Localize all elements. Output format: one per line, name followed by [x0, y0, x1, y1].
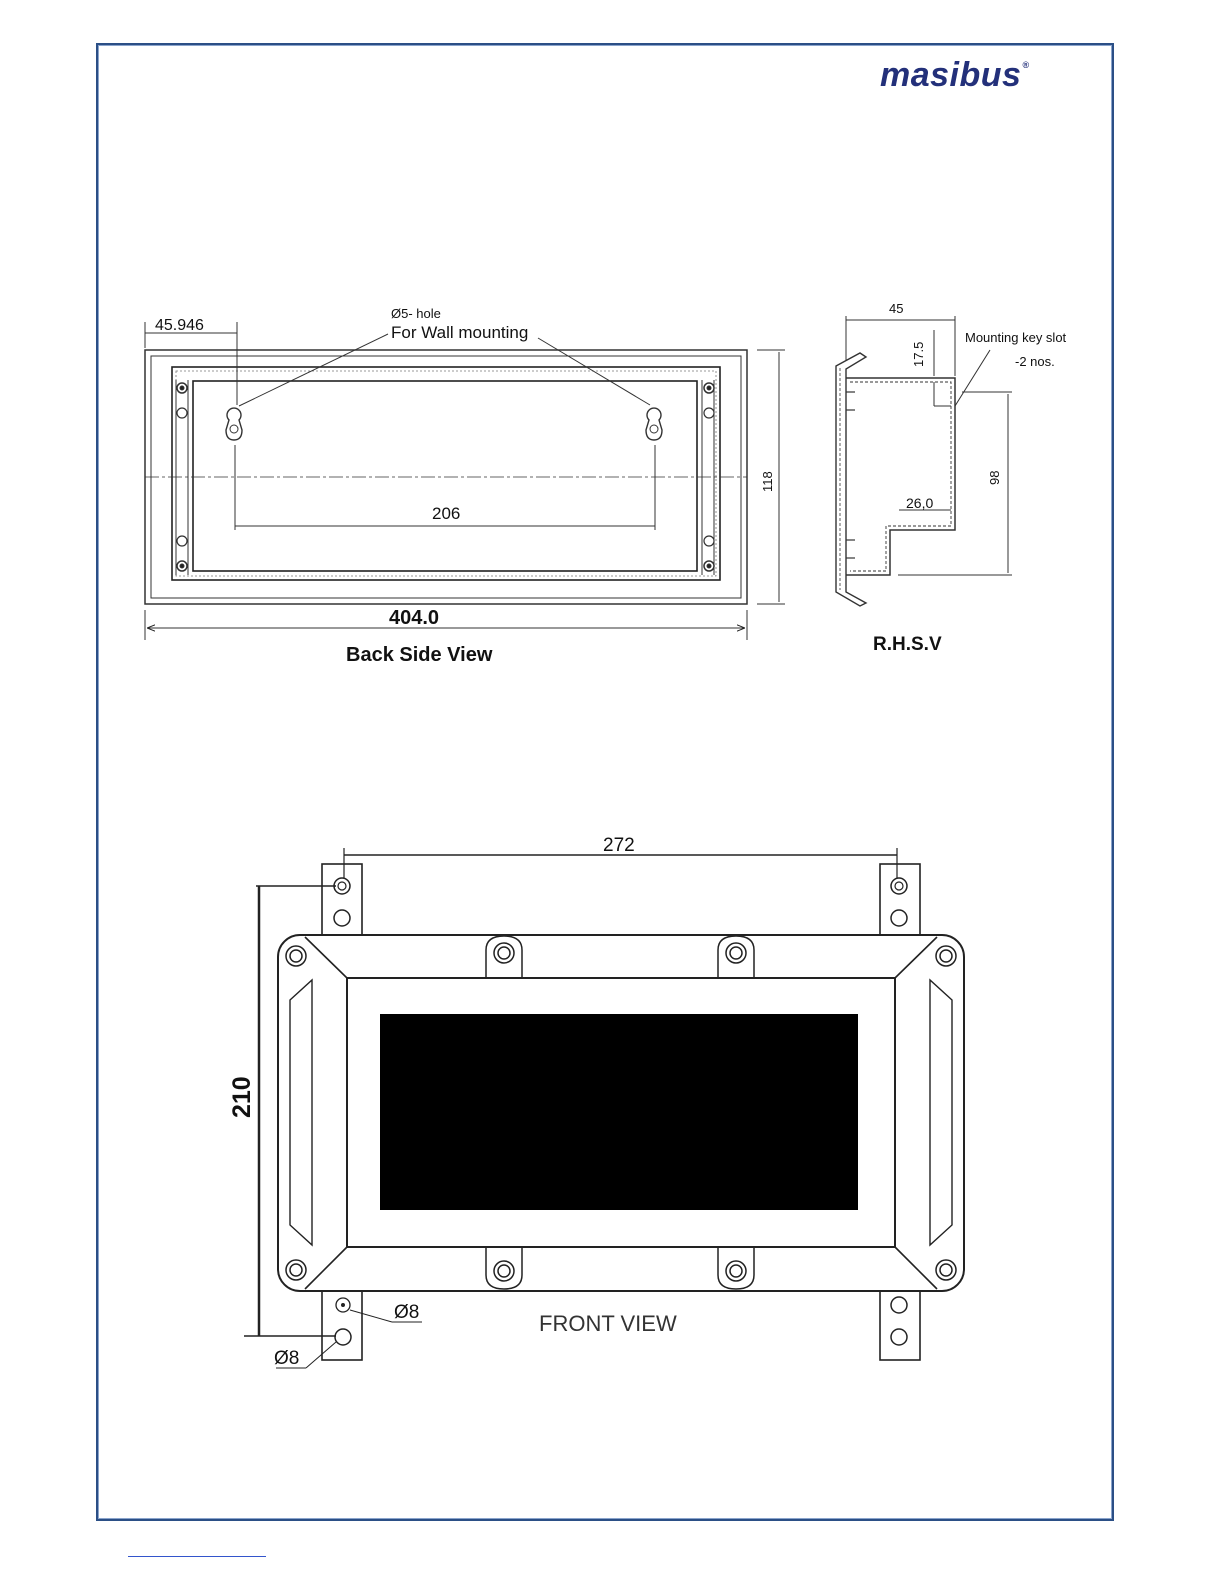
dim-side-height-label: 98 — [987, 471, 1002, 485]
side-view-labels: 45 17.5 Mounting key slot -2 nos. 98 26,… — [873, 301, 1067, 655]
side-view-caption: R.H.S.V — [873, 634, 942, 655]
back-view-labels: 45.946 Ø5- hole For Wall mounting 206 40… — [155, 306, 775, 666]
dim-offset-label: 45.946 — [155, 317, 204, 334]
hole-label-line2: For Wall mounting — [391, 323, 528, 342]
hole-label-line1: Ø5- hole — [391, 306, 441, 321]
slot-label-line2: -2 nos. — [1015, 354, 1055, 369]
dim-width-label: 404.0 — [389, 607, 439, 629]
front-view-caption: FRONT VIEW — [539, 1311, 677, 1336]
hole-dia-label-a: Ø8 — [394, 1302, 419, 1323]
back-view-caption: Back Side View — [346, 644, 493, 666]
dim-front-height-label: 210 — [228, 1076, 256, 1118]
display-window — [380, 1014, 858, 1210]
dim-step-label: 26,0 — [906, 495, 933, 511]
keyhole-left-icon — [226, 408, 242, 440]
dim-slot-depth-label: 17.5 — [911, 342, 926, 367]
footer-link-underline — [128, 1556, 266, 1557]
dim-front-spacing-label: 272 — [603, 835, 635, 856]
keyhole-right-icon — [646, 408, 662, 440]
slot-label-line1: Mounting key slot — [965, 330, 1067, 345]
dim-depth-label: 45 — [889, 301, 903, 316]
hole-dia-label-b: Ø8 — [274, 1348, 299, 1369]
dim-hole-spacing-label: 206 — [432, 504, 460, 523]
dim-height-label: 118 — [760, 471, 775, 492]
back-side-view — [145, 322, 785, 640]
